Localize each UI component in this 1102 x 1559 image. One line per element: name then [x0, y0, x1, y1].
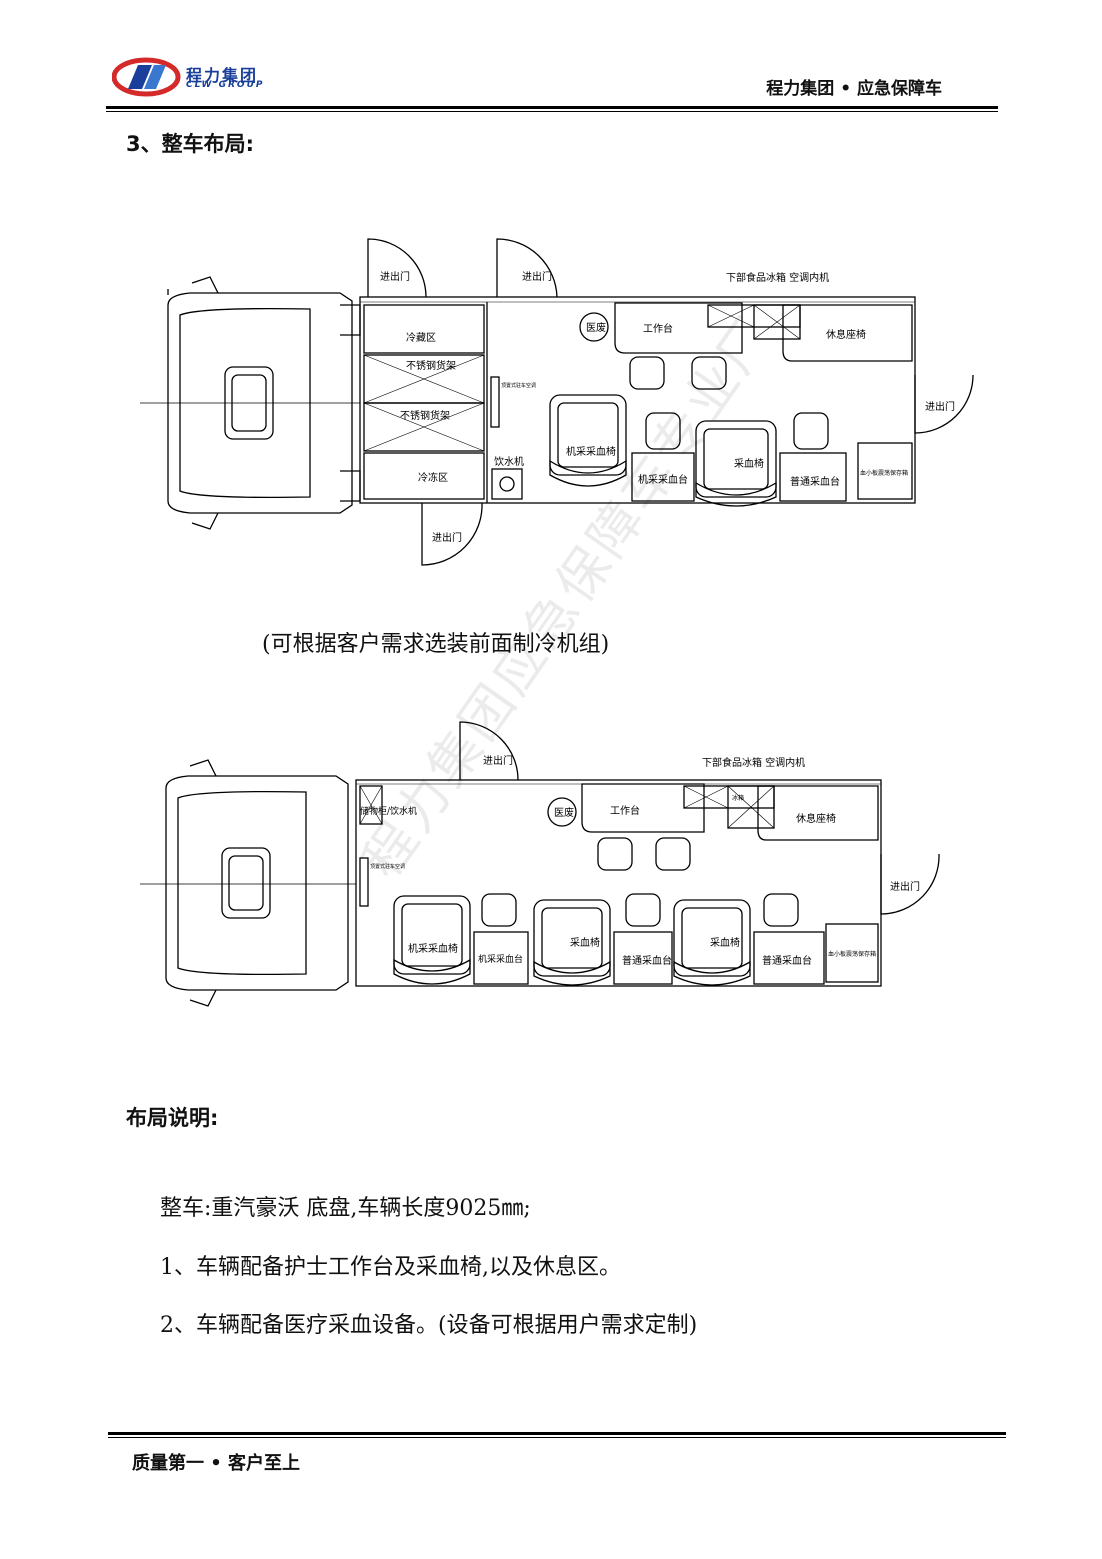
header-title: 程力集团 • 应急保障车: [766, 79, 942, 99]
blood-chair-label: 采血椅: [734, 457, 764, 470]
footer-rule: [108, 1432, 1006, 1435]
shelf-label: 不锈钢货架: [400, 409, 450, 422]
freeze-label: 冷冻区: [418, 471, 448, 484]
company-logo: [111, 56, 302, 98]
trash-label: 医废: [554, 806, 574, 819]
machine-chair-label: 机采采血椅: [566, 445, 616, 458]
caption: (可根据客户需求选装前面制冷机组): [262, 632, 610, 657]
fridge-ac-label: 下部食品冰箱 空调内机: [726, 271, 829, 284]
note-line: 2、车辆配备医疗采血设备。(设备可根据用户需求定制): [160, 1313, 698, 1338]
trash-label: 医废: [586, 321, 606, 334]
fridge-small-label: 冰箱: [732, 794, 744, 802]
machine-table-label: 机采采血台: [478, 953, 523, 965]
note-line: 整车:重汽豪沃 底盘,车辆长度9025㎜;: [160, 1196, 531, 1221]
shelf-label: 不锈钢货架: [406, 359, 456, 372]
notes-title: 布局说明:: [126, 1106, 219, 1130]
logo-mark-icon: [111, 57, 181, 97]
platelet-box-label: 血小板震荡保存箱: [860, 469, 908, 477]
logo-text-cn: 程力集团: [186, 66, 259, 85]
cold-storage-label: 冷藏区: [406, 331, 436, 344]
layout-diagram-1: 进出门 进出门 进出门 进出门 冷藏区 不锈钢货架 不锈钢货架 冷冻区 饮水机 …: [140, 238, 974, 566]
normal-table-label: 普通采血台: [790, 475, 840, 488]
machine-chair-label: 机采采血椅: [408, 942, 458, 955]
blood-chair-label: 采血椅: [570, 936, 600, 949]
blood-chair-label: 采血椅: [710, 936, 740, 949]
door-label: 进出门: [925, 400, 955, 413]
header-rule: [106, 106, 998, 109]
door-label: 进出门: [380, 270, 410, 283]
storage-water-label: 储物柜/饮水机: [360, 805, 417, 817]
rest-seat-label: 休息座椅: [796, 812, 836, 825]
logo-text-en: CLW GROUP: [186, 80, 265, 90]
door-label: 进出门: [522, 270, 552, 283]
rest-seat-label: 休息座椅: [826, 328, 866, 341]
layout-diagram-2: 进出门 进出门 储物柜/饮水机 顶置式驻车空调 医废 工作台 下部食品冰箱 空调…: [140, 721, 940, 1007]
door-label: 进出门: [890, 880, 920, 893]
fridge-ac-label: 下部食品冰箱 空调内机: [702, 756, 805, 769]
machine-table-label: 机采采血台: [638, 473, 688, 486]
workbench-label: 工作台: [643, 322, 673, 335]
door-label: 进出门: [432, 531, 462, 544]
normal-table-label: 普通采血台: [622, 954, 672, 967]
header-rule-thin: [106, 111, 998, 112]
air-conditioner-label: 顶置式驻车空调: [501, 382, 536, 389]
workbench-label: 工作台: [610, 804, 640, 817]
water-machine-label: 饮水机: [494, 455, 524, 468]
footer-slogan: 质量第一 • 客户至上: [132, 1453, 301, 1474]
note-line: 1、车辆配备护士工作台及采血椅,以及休息区。: [160, 1255, 621, 1280]
platelet-box-label: 血小板震荡保存箱: [828, 950, 876, 958]
air-conditioner-label: 顶置式驻车空调: [370, 863, 405, 870]
footer-rule-thin: [108, 1437, 1006, 1438]
section-title: 3、整车布局:: [126, 132, 255, 156]
normal-table-label: 普通采血台: [762, 954, 812, 967]
door-label: 进出门: [483, 754, 513, 767]
